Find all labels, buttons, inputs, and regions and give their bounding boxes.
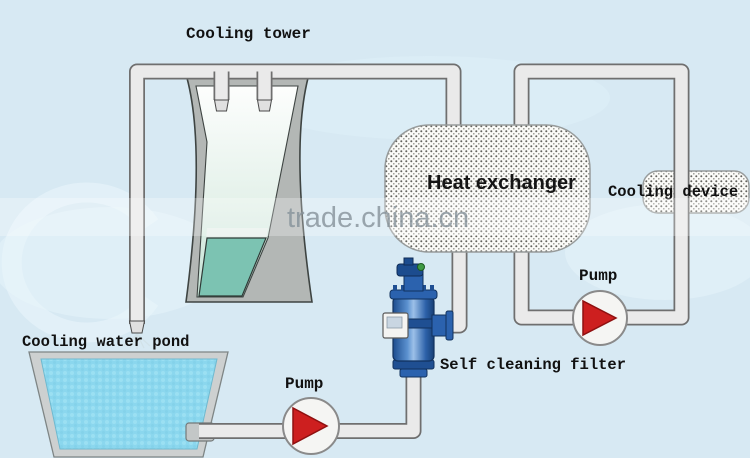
filter-neck — [403, 273, 424, 292]
pump-top-right-label: Pump — [579, 267, 617, 285]
watermark-text: trade.china.cn — [287, 202, 469, 234]
pond-water — [40, 358, 218, 450]
background-swirl — [0, 207, 228, 319]
heat-exchanger — [384, 124, 591, 253]
cooling-water-pond — [28, 351, 229, 458]
pipe-pond-to-filter-fill — [199, 368, 420, 438]
filter-bolt — [430, 285, 434, 291]
pump-bottom — [282, 397, 340, 455]
filter-motor-cap — [403, 257, 414, 266]
cooling-tower-fill-deck — [206, 228, 268, 240]
background-logo-arc — [1, 182, 159, 343]
labels: Cooling tower Heat exchanger Cooling dev… — [22, 25, 738, 393]
pond-spray — [123, 320, 151, 349]
cooling-tower-label: Cooling tower — [186, 25, 311, 43]
filter-bolt — [401, 285, 405, 291]
pipe-network — [129, 63, 690, 439]
filter-bottom-neck — [399, 368, 428, 378]
pipe-exchanger-device-loop-fill — [515, 65, 688, 324]
pump-top-right — [572, 290, 628, 346]
pump-arrow-icon — [582, 299, 618, 337]
filter-side-flange — [445, 310, 454, 341]
filter-bolt — [422, 285, 426, 291]
pump-bottom-label: Pump — [285, 375, 323, 393]
heat-exchanger-label: Heat exchanger — [427, 172, 576, 194]
spray-nozzle-icon — [213, 99, 230, 112]
spray-nozzle-icon — [128, 320, 146, 334]
cooling-device — [642, 170, 750, 214]
heat-exchanger-body — [384, 124, 591, 253]
filter-valve-knob — [417, 263, 425, 271]
filter-bolt — [393, 285, 397, 291]
watermark-band — [0, 198, 750, 236]
pump-arrow-icon — [292, 406, 329, 446]
spray-nozzle-icon — [256, 99, 273, 112]
self-cleaning-filter — [382, 257, 454, 378]
self-cleaning-filter-label: Self cleaning filter — [440, 356, 626, 374]
cooling-tower-water-basin — [198, 237, 267, 297]
cooling-tower — [185, 77, 313, 303]
background-swirl — [565, 204, 750, 300]
cooling-device-label: Cooling device — [608, 183, 738, 201]
cooling-water-pond-label: Cooling water pond — [22, 333, 189, 351]
watermark: trade.china.cn — [0, 198, 750, 236]
pipe-tower-to-exchanger-fill — [130, 65, 460, 324]
filter-control-screen — [386, 316, 403, 329]
spray-lines-icon — [123, 333, 151, 349]
cooling-device-body — [642, 170, 750, 214]
